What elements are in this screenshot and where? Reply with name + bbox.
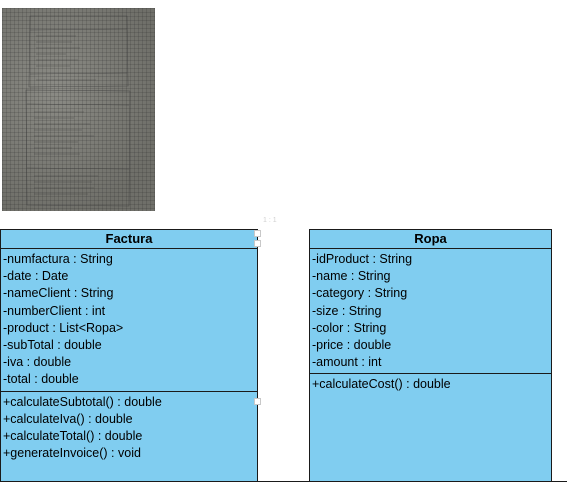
method: +calculateSubtotal() : double xyxy=(3,394,162,409)
resize-handle[interactable] xyxy=(254,230,261,237)
attribute: -color : String xyxy=(312,320,387,335)
method: +calculateIva() : double xyxy=(3,411,133,426)
faint-label: 1 : 1 xyxy=(263,217,277,224)
class-factura[interactable]: Factura -numfactura : String -date : Dat… xyxy=(0,229,258,482)
handwritten-sketch-photo xyxy=(2,8,155,211)
attribute: -nameClient : String xyxy=(3,286,114,301)
attribute: -name : String xyxy=(312,269,391,284)
attribute: -subTotal : double xyxy=(3,338,102,353)
attribute: -idProduct : String xyxy=(312,252,413,266)
class-title: Ropa xyxy=(310,230,551,249)
attribute: -product : List<Ropa> xyxy=(3,320,124,335)
resize-handle[interactable] xyxy=(254,240,261,247)
class-title: Factura xyxy=(1,230,257,249)
attribute: -numfactura : String xyxy=(3,252,113,266)
attribute: -size : String xyxy=(312,303,382,318)
attributes-compartment: -numfactura : String -date : Date -nameC… xyxy=(1,249,257,392)
methods-compartment: +calculateSubtotal() : double +calculate… xyxy=(1,392,257,465)
method: +generateInvoice() : void xyxy=(3,446,141,461)
attribute: -amount : int xyxy=(312,355,382,370)
sketch-lines-icon xyxy=(25,15,131,207)
attributes-compartment: -idProduct : String -name : String -cate… xyxy=(310,249,551,375)
attribute: -total : double xyxy=(3,372,79,387)
attribute: -price : double xyxy=(312,338,392,353)
attribute: -numberClient : int xyxy=(3,303,106,318)
method: +calculateTotal() : double xyxy=(3,429,143,444)
attribute: -date : Date xyxy=(3,269,69,284)
class-ropa[interactable]: Ropa -idProduct : String -name : String … xyxy=(309,229,552,482)
attribute: -iva : double xyxy=(3,355,72,370)
methods-compartment: +calculateCost() : double xyxy=(310,374,551,395)
resize-handle[interactable] xyxy=(254,398,261,405)
attribute: -category : String xyxy=(312,286,408,301)
method: +calculateCost() : double xyxy=(312,377,451,392)
